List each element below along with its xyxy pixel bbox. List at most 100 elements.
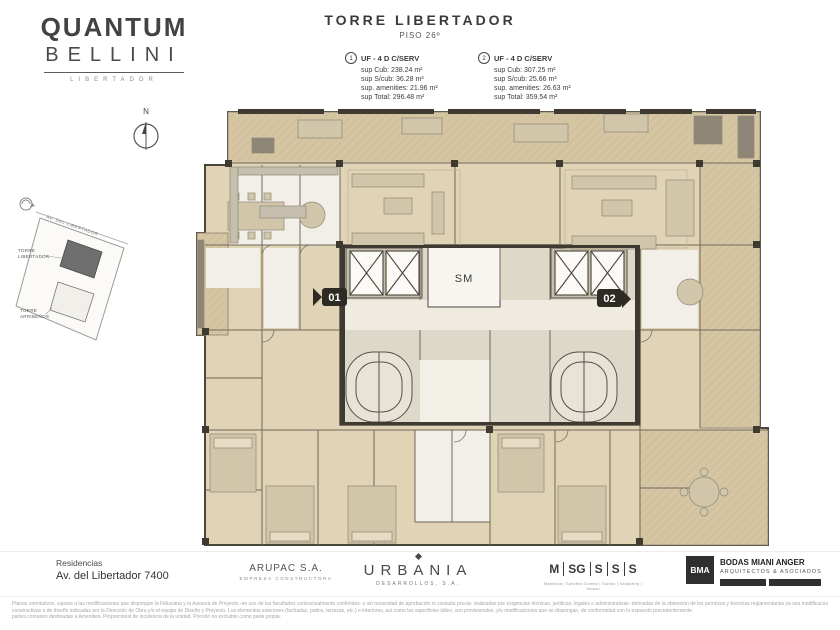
disclaimer-line-2: constructivas o de diseño indicadas por … (12, 607, 693, 614)
torre-libertador-footprint (59, 239, 103, 279)
bma-chip (720, 579, 766, 586)
brand-name-bellini: BELLINI (45, 44, 183, 66)
coffee-table (601, 199, 633, 217)
terrace-furniture (297, 119, 343, 139)
site-map-drawing: AV. DEL LIBERTADOR (15, 197, 129, 341)
disclaimer-divider (0, 596, 840, 597)
builder-name: ARUPAC S.A. (249, 563, 323, 574)
project-address: Av. del Libertador 7400 (56, 570, 169, 582)
floor-plan: SM (195, 100, 775, 550)
architects-logo-bma: BMA BODAS MIANI ANGER ARQUITECTOS & ASOC… (686, 556, 822, 586)
bma-partner-chips (720, 579, 822, 586)
city-block-outline (15, 217, 125, 341)
unit-2-sup-total: sup Total: 359.54 m² (494, 94, 558, 101)
sofa (351, 173, 425, 188)
unit-2-sup-cub: sup Cub: 307.25 m² (494, 67, 556, 74)
floor-plan-drawing: SM (196, 109, 769, 546)
avenue-line (35, 211, 129, 245)
core-bath (420, 360, 490, 422)
disclaimer-line-1: Planos orientativos, sujetos a las modif… (12, 601, 828, 607)
unit-1-sup-cub: sup Cub: 238.24 m² (361, 67, 423, 74)
planter (251, 137, 275, 154)
kitchen-island (259, 205, 307, 219)
sofa (351, 232, 425, 247)
residences-label: Residencias (56, 558, 103, 568)
brand-divider (44, 72, 184, 73)
unit-2-sup-amenities: sup. amenities: 26.63 m² (494, 85, 571, 92)
planter (197, 239, 205, 329)
brand-tagline: LIBERTADOR (70, 77, 158, 83)
torre-arribenos-label: TORRE ARRIBEÑOS (20, 308, 50, 319)
unit-1-sup-total: sup Total: 296.48 m² (361, 94, 425, 101)
unit-2-badge-label: 02 (603, 293, 615, 305)
builder-logo: ARUPAC S.A. EMPRESA CONSTRUCTORA (236, 563, 336, 581)
torre-libertador-label: TORRE LIBERTADOR (18, 248, 50, 259)
torre-arribenos-footprint (49, 281, 95, 323)
bma-firm-name: BODAS MIANI ANGER (720, 558, 805, 567)
unit-1-badge-label: 01 (328, 292, 340, 304)
terrace-furniture (603, 113, 649, 133)
unit-2-type: UF - 4 D C/SERV (494, 53, 553, 63)
sm-room (427, 246, 501, 308)
furniture (197, 113, 755, 544)
terrace-furniture (513, 123, 569, 143)
bma-logo-mark: BMA (686, 556, 714, 584)
unit-1-sup-scub: sup S/cub: 36.28 m² (361, 76, 424, 83)
planter (693, 115, 723, 145)
developer-logo: URBANIA DESARROLLOS, S.A. (356, 552, 480, 587)
unit-1-sup-amenities: sup. amenities: 21.96 m² (361, 85, 438, 92)
unit-2-specs: 2 UF - 4 D C/SERV sup Cub: 307.25 m² sup… (478, 52, 608, 102)
unit-1-specs: 1 UF - 4 D C/SERV sup Cub: 238.24 m² sup… (345, 52, 475, 102)
terrace-table (688, 476, 720, 508)
unit-1-type: UF - 4 D C/SERV (361, 53, 420, 63)
bath-left (264, 248, 298, 328)
compass-needle-tip (142, 122, 146, 134)
dining-table (665, 179, 695, 237)
kitchen-counter (237, 166, 339, 176)
unit-1-number-badge: 1 (345, 52, 357, 64)
bma-chip (769, 579, 821, 586)
developer-name: URBANIA (363, 562, 473, 579)
structural-walls (202, 109, 760, 545)
project-address-block: Residencias Av. del Libertador 7400 (56, 558, 169, 582)
terrace-furniture (401, 117, 443, 135)
title-block: TORRE LIBERTADOR PISO 26º (300, 12, 540, 40)
unit-2-number-badge: 2 (478, 52, 490, 64)
compass-north-label: N (143, 107, 149, 116)
disclaimer-line-3: partes comunes destinadas a Amenities. P… (12, 614, 282, 620)
sm-room-label: SM (455, 273, 474, 285)
builder-role: EMPRESA CONSTRUCTORA (239, 576, 333, 581)
stair-icons (345, 351, 618, 423)
developer-logo-mark (414, 552, 422, 561)
bma-firm-role: ARQUITECTOS & ASOCIADOS (720, 569, 822, 575)
unit-badges: 01 02 (313, 288, 631, 308)
planter (737, 115, 755, 159)
developer-role: DESARROLLOS, S.A. (376, 581, 460, 587)
unit-1-entry-arrow (313, 288, 322, 306)
door-arcs (261, 244, 653, 443)
right-terrace (699, 162, 761, 429)
unit-2-spec-header: 2 UF - 4 D C/SERV (478, 52, 608, 64)
kitchen-counter (229, 166, 239, 244)
coffee-table (383, 197, 413, 215)
footer-divider (0, 551, 840, 552)
msgsss-partner-names: Manteola | Sánchez Gómez | Santos | Sall… (543, 581, 643, 591)
sofa (431, 191, 445, 235)
site-location-map: AV. DEL LIBERTADOR TORRE LIBERTADOR TORR… (6, 188, 142, 360)
unit-1-badge (322, 288, 347, 306)
unit-1-spec-header: 1 UF - 4 D C/SERV (345, 52, 475, 64)
service-room-left (206, 248, 260, 288)
elevator-icons (349, 250, 625, 296)
unit-2-badge (597, 289, 622, 307)
page-subtitle: PISO 26º (399, 31, 441, 40)
sofa (571, 175, 657, 190)
grand-piano (676, 278, 704, 306)
brand-logo: QUANTUM BELLINI LIBERTADOR (28, 12, 200, 83)
unit-2-entry-arrow (622, 290, 631, 308)
bma-text-block: BODAS MIANI ANGER ARQUITECTOS & ASOCIADO… (720, 556, 822, 586)
north-compass-icon: N (124, 104, 168, 165)
brand-name-quantum: QUANTUM (40, 12, 188, 42)
unit-2-sup-scub: sup S/cub: 25.66 m² (494, 76, 557, 83)
